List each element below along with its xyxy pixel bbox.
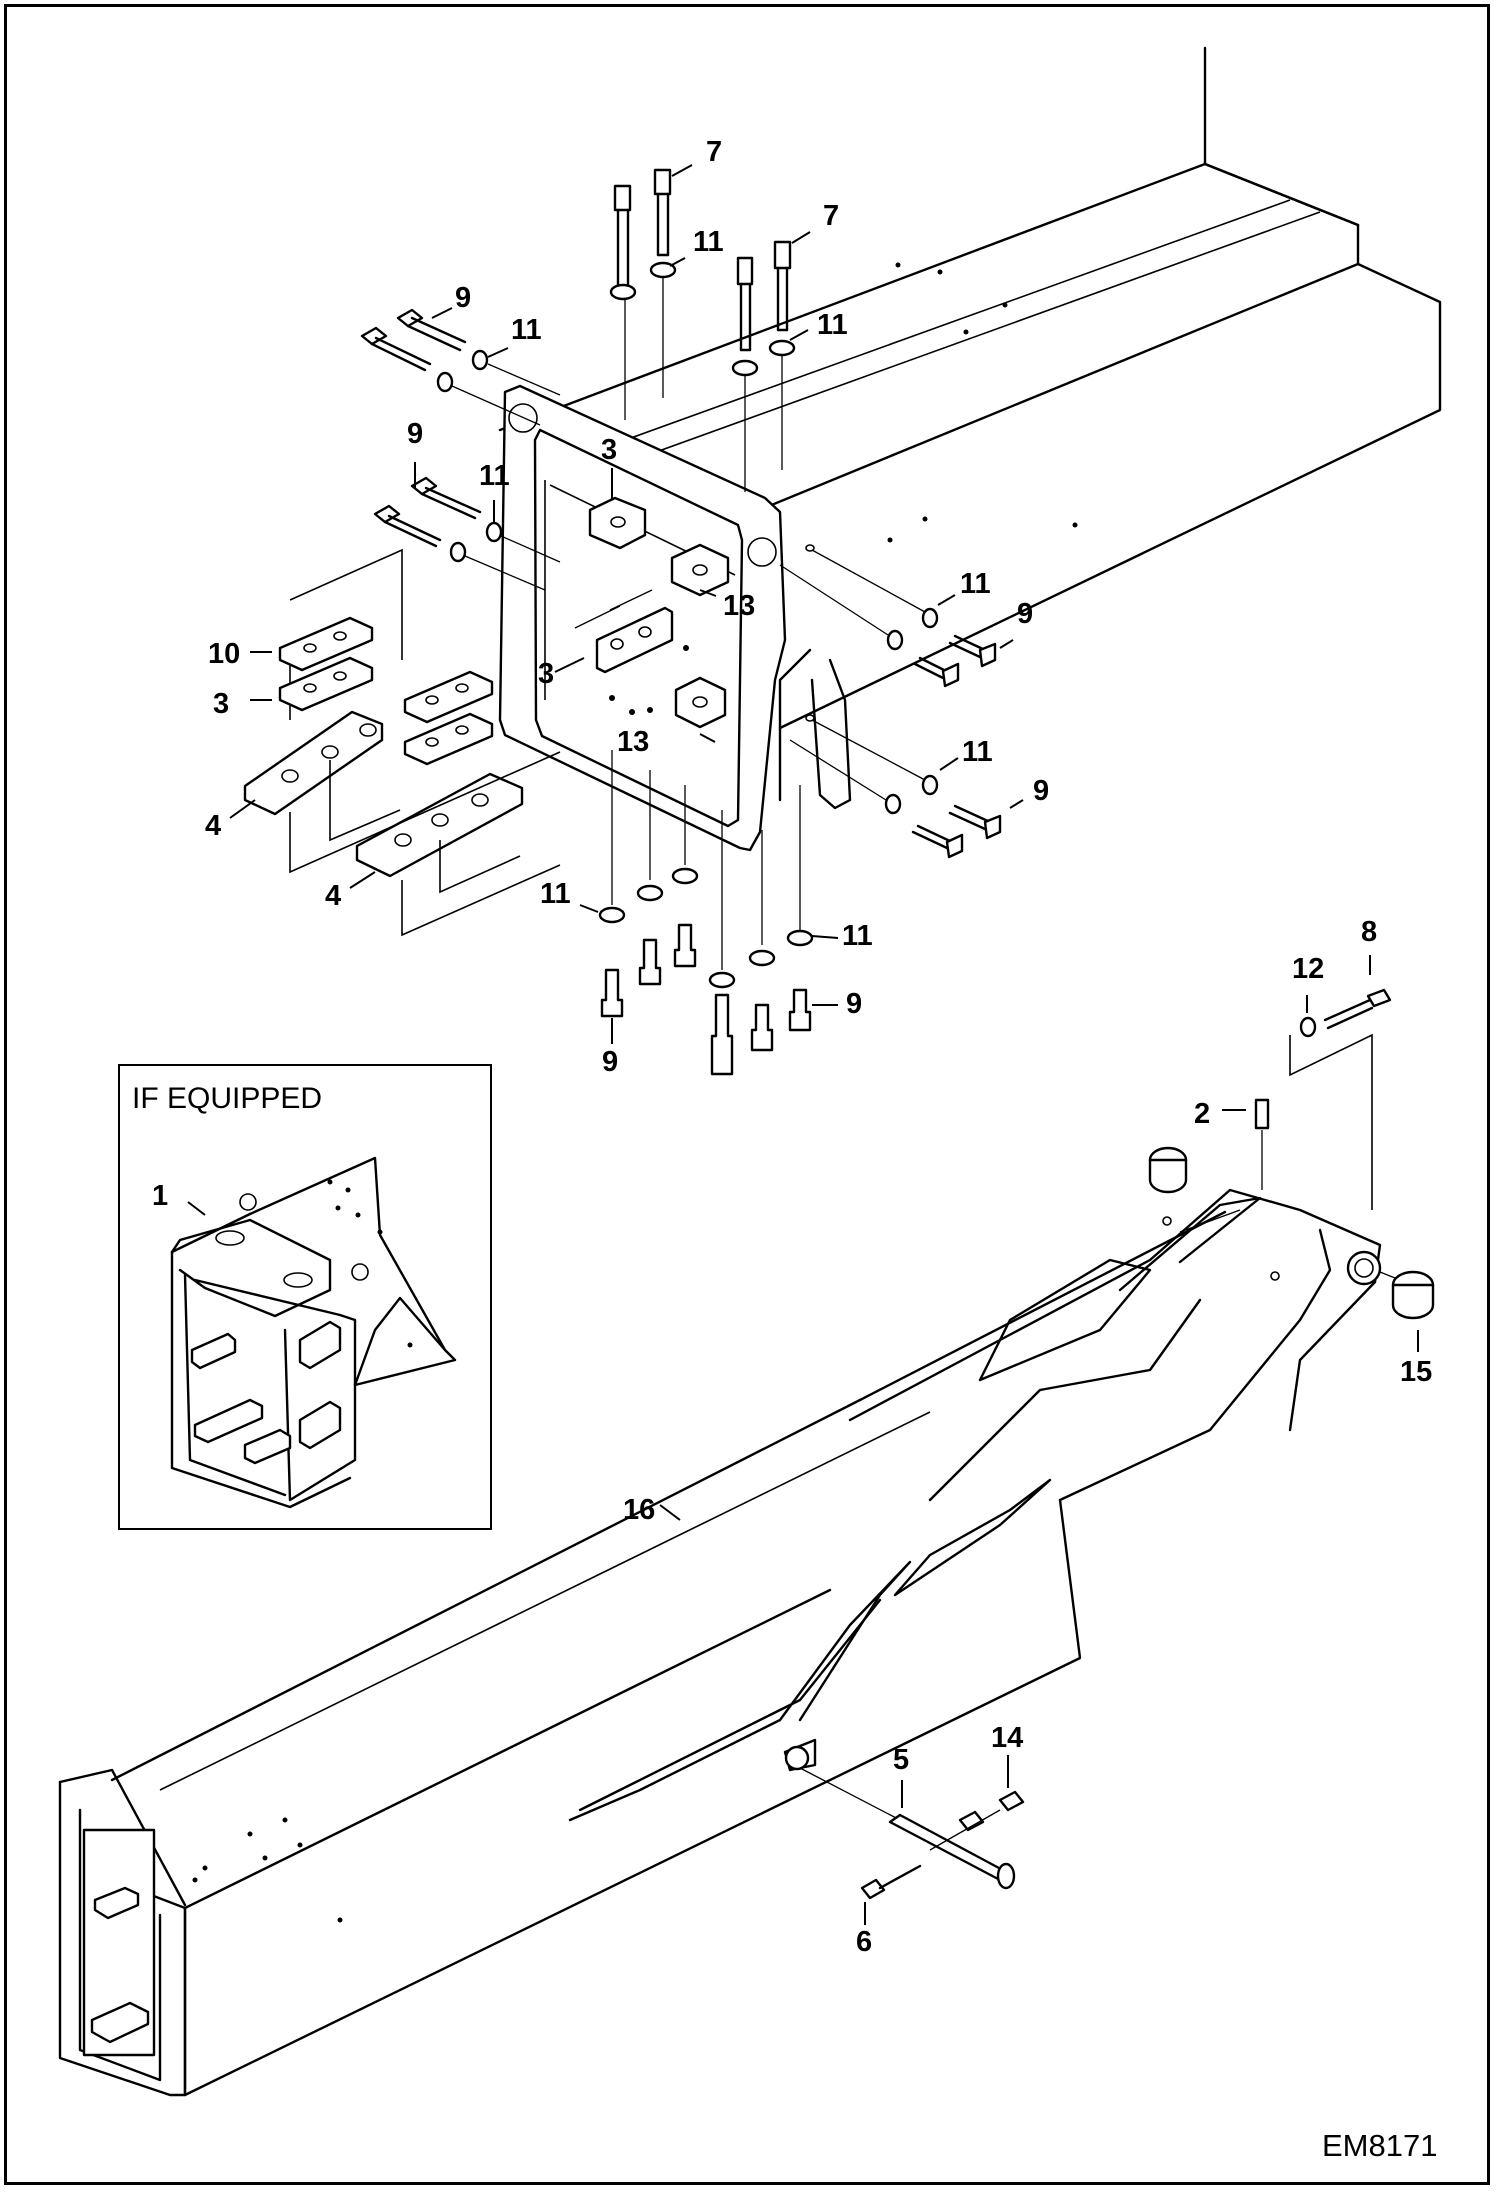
callout-5: 5 [893, 1744, 910, 1776]
callout-11: 11 [962, 736, 993, 768]
callout-12: 12 [1292, 953, 1325, 985]
inset-box [118, 1064, 492, 1530]
callout-3: 3 [213, 688, 230, 720]
vertical-bolts-bottom [598, 750, 814, 1076]
callout-11: 11 [842, 920, 873, 952]
callout-13: 13 [617, 726, 650, 758]
callout-11: 11 [693, 226, 724, 258]
boom-pin [799, 1767, 1025, 1900]
callout-11: 11 [479, 460, 510, 492]
callout-9: 9 [846, 988, 863, 1020]
callout-9: 9 [1033, 775, 1050, 807]
drawing-border [4, 4, 1490, 2185]
callout-4: 4 [205, 810, 222, 842]
inset-title: IF EQUIPPED [132, 1082, 323, 1115]
callout-11: 11 [817, 309, 848, 341]
callout-9: 9 [455, 282, 472, 314]
callout-11: 11 [960, 568, 991, 600]
callout-3: 3 [538, 658, 555, 690]
callout-9: 9 [602, 1046, 619, 1078]
wear-pads-and-shims [243, 548, 561, 937]
inset-optional-frame-drawing [170, 1156, 457, 1509]
callout-10: 10 [208, 638, 241, 670]
pivot-bolt [1289, 988, 1392, 1210]
callout-6: 6 [856, 1926, 873, 1958]
upper-frame-beam [498, 46, 1442, 810]
callout-16: 16 [623, 1494, 656, 1526]
horizontal-bolts-right [779, 549, 1002, 859]
vertical-bolts-top [609, 168, 796, 492]
callout-1: 1 [152, 1180, 169, 1212]
callout-3: 3 [601, 434, 618, 466]
callout-14: 14 [991, 1722, 1024, 1754]
callout-9: 9 [407, 418, 424, 450]
figure-id: EM8171 [1322, 2128, 1438, 2163]
horizontal-bolts-left [360, 308, 561, 591]
pivot-bushings [1148, 1098, 1435, 1320]
callout-11: 11 [540, 878, 571, 910]
callout-15: 15 [1400, 1356, 1433, 1388]
callout-13: 13 [723, 590, 756, 622]
callout-4: 4 [325, 880, 342, 912]
callout-2: 2 [1194, 1098, 1211, 1130]
callout-9: 9 [1017, 598, 1034, 630]
callout-leaders [187, 164, 1419, 1925]
callout-8: 8 [1361, 916, 1378, 948]
spacer-blocks [574, 496, 730, 729]
callout-11: 11 [511, 314, 542, 346]
callout-7: 7 [706, 136, 723, 168]
callout-7: 7 [823, 200, 840, 232]
boom-assembly [58, 1188, 1406, 2097]
